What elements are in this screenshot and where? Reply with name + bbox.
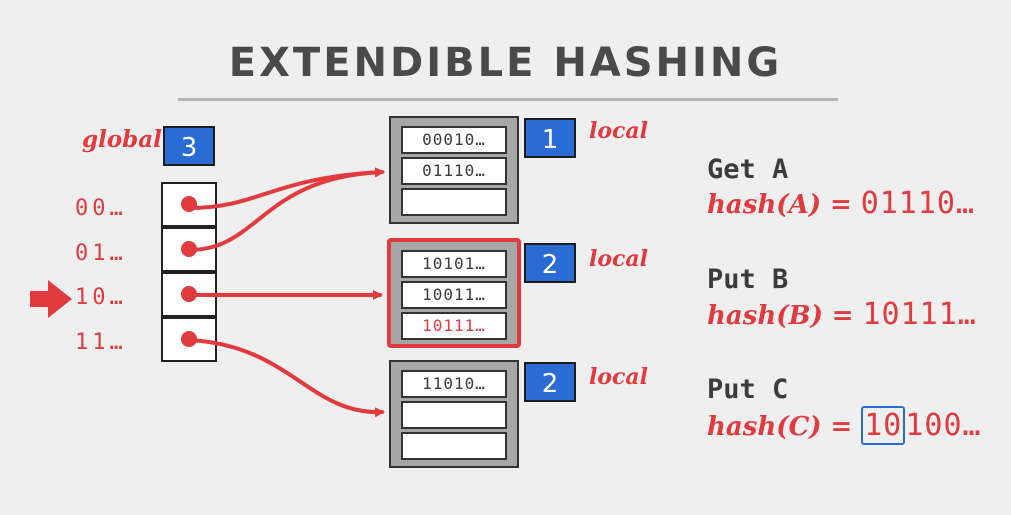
bucket-3: 11010… [389, 360, 519, 468]
local-depth-label: local [589, 246, 649, 272]
hash-value-rest: 100… [905, 408, 982, 443]
operation-hash: hash(B) = 10111… [707, 297, 977, 332]
bucket-entry: 10111… [401, 312, 507, 340]
local-depth-value: 2 [524, 362, 576, 402]
directory-prefix-11: 11… [75, 330, 127, 355]
hash-function: hash(A) [707, 190, 822, 220]
page-title: EXTENDIBLE HASHING [228, 40, 783, 86]
directory-slot [161, 317, 217, 362]
bucket-entry [401, 432, 507, 460]
global-depth-label: global [82, 126, 162, 153]
directory-prefix-01: 01… [75, 241, 127, 266]
current-slot-arrow-icon [30, 280, 72, 318]
bucket-2: 10101… 10011… 10111… [387, 238, 521, 348]
local-depth-label: local [589, 364, 649, 390]
local-depth-label: local [589, 118, 649, 144]
hash-value: 10111… [862, 297, 977, 332]
title-divider [178, 98, 838, 101]
operation-title: Put B [707, 264, 789, 295]
bucket-entry: 11010… [401, 370, 507, 398]
bucket-1: 00010… 01110… [389, 116, 519, 224]
equals-sign: = [830, 412, 853, 442]
global-depth-value: 3 [163, 126, 215, 166]
equals-sign: = [831, 301, 854, 331]
bucket-entry: 00010… [401, 126, 507, 154]
local-depth-value: 1 [524, 118, 576, 158]
bucket-entry: 10101… [401, 250, 507, 278]
highlighted-prefix: 10 [861, 406, 906, 445]
arrow-11-to-bucket-3 [187, 338, 385, 418]
bucket-entry [401, 401, 507, 429]
bucket-entry [401, 188, 507, 216]
directory-prefix-10: 10… [75, 285, 127, 310]
directory [161, 182, 217, 362]
operation-title: Get A [707, 154, 789, 185]
operation-hash: hash(A) = 01110… [707, 186, 975, 221]
arrow-00-to-bucket-1 [187, 167, 385, 210]
hash-function: hash(C) [707, 412, 822, 442]
bucket-entry: 01110… [401, 157, 507, 185]
directory-prefix-00: 00… [75, 196, 127, 221]
arrow-01-to-bucket-1 [187, 167, 385, 252]
hash-value: 01110… [860, 186, 976, 221]
bucket-entry: 10011… [401, 281, 507, 309]
local-depth-value: 2 [524, 243, 576, 283]
equals-sign: = [829, 190, 852, 220]
hash-function: hash(B) [707, 301, 823, 331]
operation-title: Put C [707, 374, 789, 405]
